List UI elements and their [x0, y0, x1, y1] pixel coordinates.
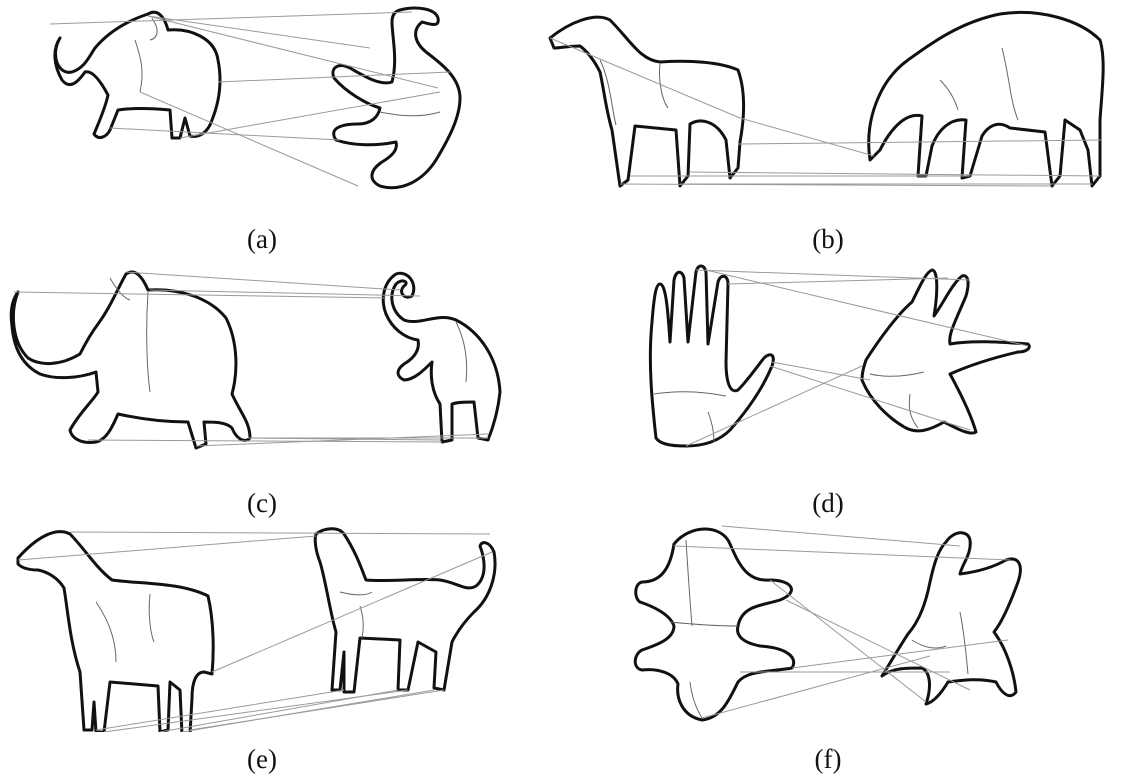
- hand-outline-rotated: [862, 270, 1029, 433]
- panel-e-image: [0, 522, 520, 732]
- panel-f-image: [630, 522, 1050, 732]
- elephant-outline-rotated: [333, 8, 460, 188]
- panel-b-image: [540, 0, 1120, 200]
- panel-c-image: [0, 262, 520, 462]
- panel-e-label: (e): [222, 744, 302, 774]
- panel-a-image: [40, 0, 480, 200]
- elephant-outline: [11, 272, 250, 448]
- panel-b-label: (b): [788, 224, 868, 254]
- panel-f-label: (f): [788, 744, 868, 774]
- elephant-outline-rearing: [383, 273, 500, 442]
- horse-outline: [18, 532, 213, 732]
- cat-outline: [315, 529, 495, 692]
- panel-c-label: (c): [222, 488, 302, 518]
- elephant-outline: [55, 12, 220, 138]
- panel-d-label: (d): [788, 488, 868, 518]
- panel-d-image: [630, 262, 1050, 462]
- tetrapod-shape-outline: [635, 529, 793, 720]
- tetrapod-shape-outline-rotated: [882, 533, 1020, 704]
- hand-outline: [650, 266, 773, 446]
- horse-outline: [550, 17, 744, 186]
- panel-a-label: (a): [222, 224, 302, 254]
- horse-outline-grazing: [869, 12, 1103, 186]
